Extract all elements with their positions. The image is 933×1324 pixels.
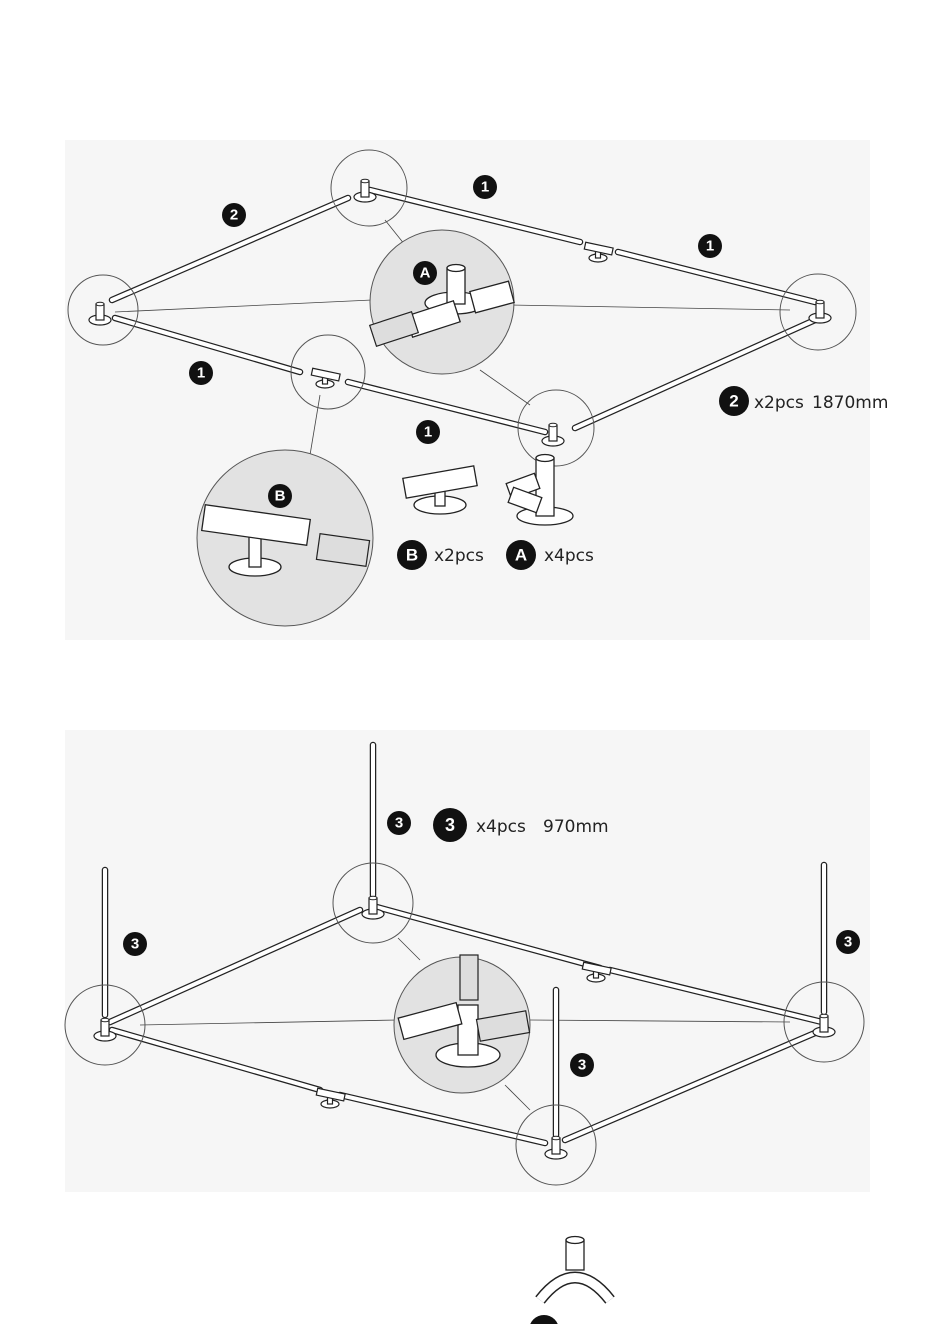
part-b-spec: B x2pcs (397, 540, 484, 570)
badge-part-3: 3 (123, 932, 147, 956)
svg-text:3: 3 (578, 1057, 586, 1074)
svg-text:3: 3 (395, 815, 403, 832)
badge-part-1: 1 (473, 175, 497, 199)
svg-text:A: A (420, 265, 431, 282)
svg-text:3: 3 (445, 815, 455, 835)
badge-part-1: 1 (698, 234, 722, 258)
svg-text:2: 2 (729, 392, 738, 411)
svg-text:1: 1 (481, 179, 489, 196)
badge-part-1: 1 (416, 420, 440, 444)
badge-part-3: 3 (836, 930, 860, 954)
badge-part-1: 1 (189, 361, 213, 385)
svg-text:x4pcs: x4pcs (476, 817, 526, 837)
badge-partial (529, 1315, 559, 1324)
svg-text:3: 3 (844, 934, 852, 951)
badge-part-b: B (268, 484, 292, 508)
svg-text:1870mm: 1870mm (812, 393, 888, 413)
part-a-spec: A x4pcs (506, 540, 594, 570)
svg-text:1: 1 (424, 424, 432, 441)
svg-text:1: 1 (706, 238, 714, 255)
svg-text:1: 1 (197, 365, 205, 382)
badge-part-3: 3 (387, 811, 411, 835)
badge-part-2: 2 (222, 203, 246, 227)
badge-part-3: 3 (570, 1053, 594, 1077)
svg-text:3: 3 (131, 936, 139, 953)
svg-text:A: A (515, 546, 527, 565)
svg-text:x2pcs: x2pcs (434, 546, 484, 566)
svg-text:970mm: 970mm (543, 817, 609, 837)
svg-text:x2pcs: x2pcs (754, 393, 804, 413)
svg-text:x4pcs: x4pcs (544, 546, 594, 566)
part-2-spec: 2 x2pcs 1870mm (719, 386, 888, 416)
badge-part-a: A (413, 261, 437, 285)
svg-text:2: 2 (230, 207, 238, 224)
part-3-spec: 3 x4pcs 970mm (433, 808, 609, 842)
svg-text:B: B (275, 488, 286, 505)
svg-text:B: B (406, 546, 418, 565)
